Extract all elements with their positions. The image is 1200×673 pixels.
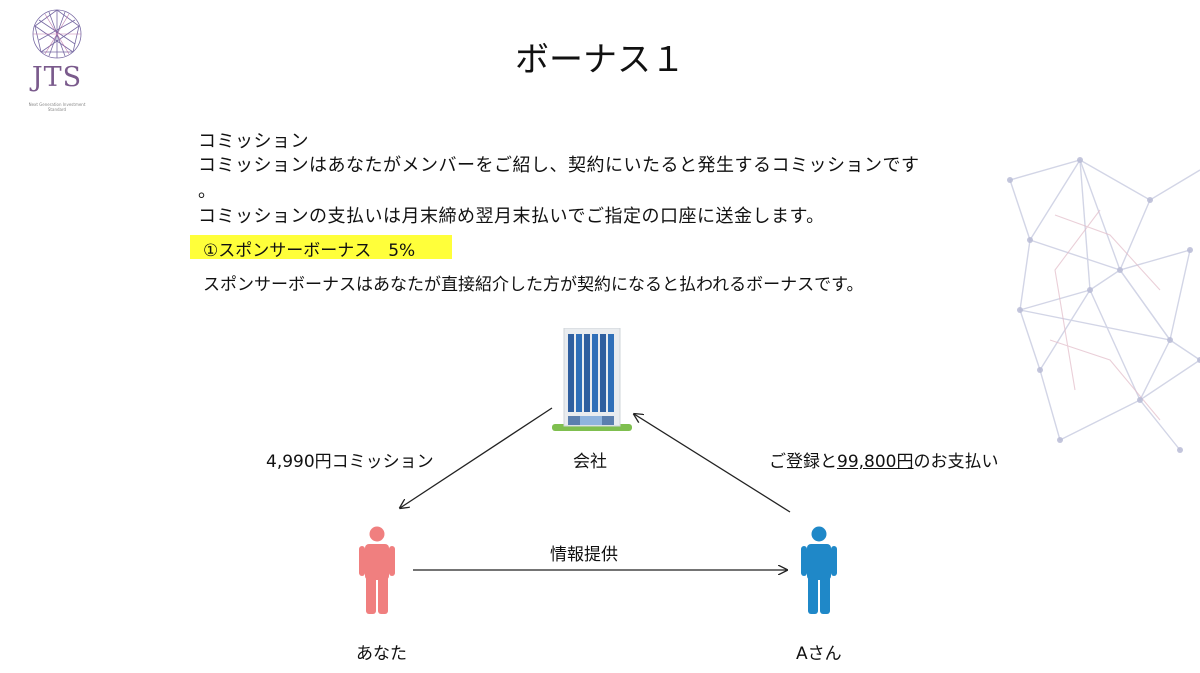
arrow-company-to-you xyxy=(400,407,553,508)
sponsor-bonus-description: スポンサーボーナスはあなたが直接紹介した方が契約になると払われるボーナスです。 xyxy=(203,275,864,295)
you-person-icon xyxy=(359,526,395,614)
logo-text: JTS xyxy=(31,62,83,93)
slide-title: ボーナス１ xyxy=(515,40,685,80)
registration-payment-prefix: ご登録と xyxy=(769,452,837,472)
commission-line-1-continued: 。 xyxy=(198,181,217,202)
logo-tagline: Next Generation Investment Standard xyxy=(28,102,86,112)
commission-line-1: コミッションはあなたがメンバーをご紹し、契約にいたると発生するコミッションです xyxy=(198,155,920,176)
person-a-label: Aさん xyxy=(796,644,842,664)
arrow-person-a-to-company xyxy=(634,414,791,513)
information-provision-label: 情報提供 xyxy=(550,545,618,565)
company-label: 会社 xyxy=(573,452,607,472)
payment-amount: 99,800円 xyxy=(837,452,914,472)
company-building-icon xyxy=(552,328,632,431)
commission-line-2: コミッションの支払いは月末締め翌月末払いでご指定の口座に送金します。 xyxy=(198,206,825,227)
registration-payment-suffix: のお支払い xyxy=(913,452,999,472)
person-a-icon xyxy=(801,526,837,614)
logo-network-icon xyxy=(32,9,82,59)
bonus-highlight xyxy=(190,235,452,259)
network-background-decoration xyxy=(1007,157,1200,453)
commission-amount-label: 4,990円コミッション xyxy=(266,452,434,472)
you-label: あなた xyxy=(356,644,407,664)
registration-payment-label: ご登録と99,800円のお支払い xyxy=(769,447,998,472)
sponsor-bonus-heading: ①スポンサーボーナス 5% xyxy=(203,241,416,261)
commission-heading: コミッション xyxy=(198,131,309,152)
